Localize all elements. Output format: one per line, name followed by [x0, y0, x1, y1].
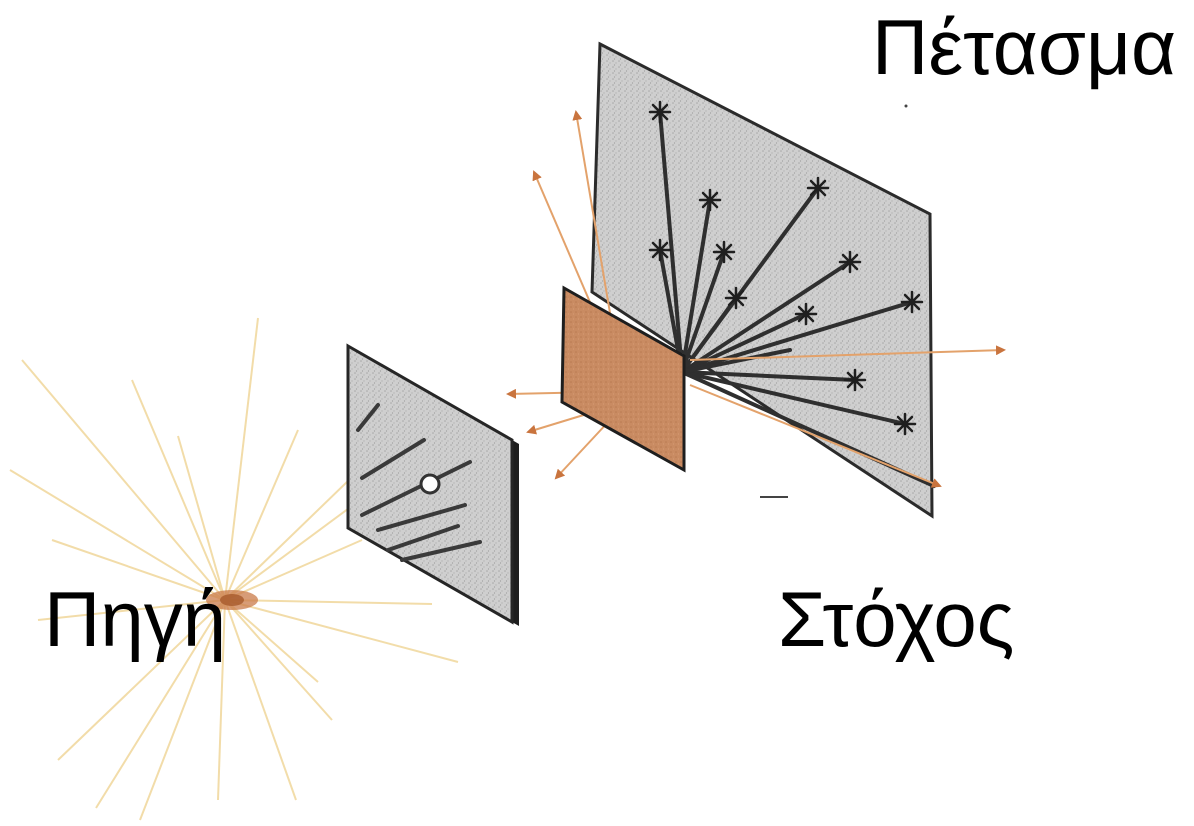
stray-marks: [760, 104, 908, 498]
scattered-particle-tracks: [658, 110, 936, 488]
fluorescent-screen-icon: [590, 41, 934, 519]
gold-foil-target-icon: [560, 285, 686, 473]
scintillation-flashes: [648, 100, 924, 436]
source-label: Πηγή: [44, 575, 227, 663]
lead-collimator-plate-icon: [346, 343, 519, 626]
radioactive-source-icon: [206, 590, 258, 610]
source-emitted-rays: [9, 317, 459, 821]
target-label: Στόχος: [778, 575, 1015, 663]
screen-label: Πέτασμα: [872, 3, 1177, 91]
